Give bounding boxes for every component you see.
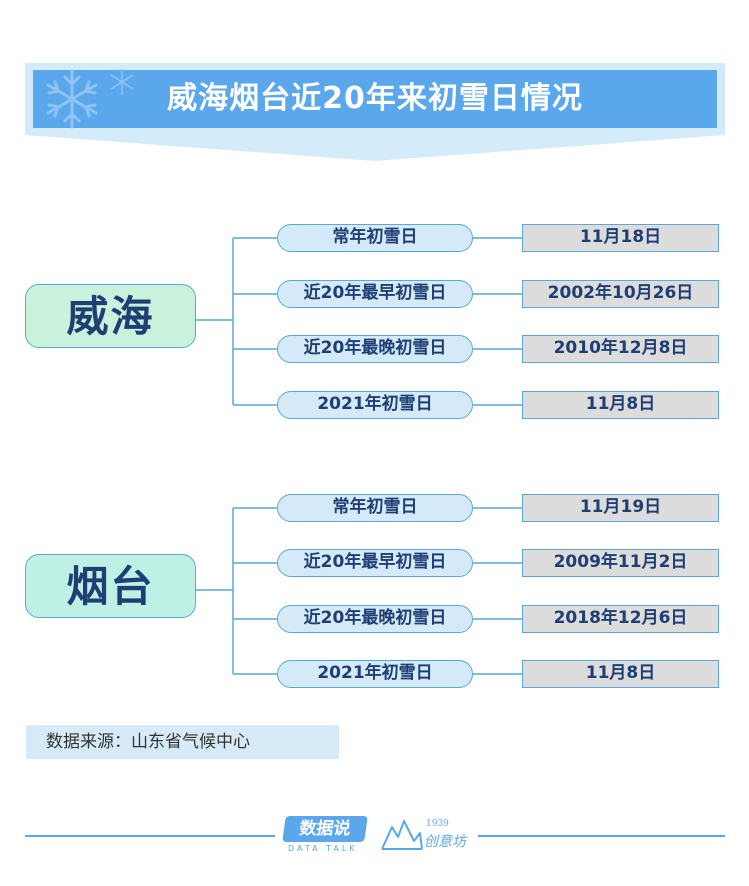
logo2-name: 创意坊 (424, 834, 466, 850)
value-weihai-latest: 2010年12月8日 (522, 335, 719, 363)
label-yantai-2021: 2021年初雪日 (277, 660, 473, 688)
logo1-subtext: DATA TALK (288, 844, 358, 853)
logo2-year: 1939 (426, 819, 449, 829)
label-weihai-latest: 近20年最晚初雪日 (277, 335, 473, 363)
snowflake-icon (46, 69, 98, 129)
label-weihai-normal: 常年初雪日 (277, 224, 473, 252)
city-yantai: 烟台 (25, 554, 196, 618)
logo1-text: 数据说 (282, 816, 368, 842)
value-weihai-2021: 11月8日 (522, 391, 719, 419)
footer-divider-left (25, 835, 275, 837)
footer-divider-right (478, 835, 725, 837)
snowflake-icon (110, 69, 134, 95)
title-banner: 威海烟台近20年来初雪日情况 (25, 63, 725, 163)
city-weihai: 威海 (25, 284, 196, 348)
mountain-logo-icon (381, 820, 423, 850)
data-talk-logo: 数据说 DATA TALK (282, 816, 370, 856)
value-yantai-latest: 2018年12月6日 (522, 605, 719, 633)
label-yantai-earliest: 近20年最早初雪日 (277, 549, 473, 577)
label-weihai-2021: 2021年初雪日 (277, 391, 473, 419)
value-yantai-earliest: 2009年11月2日 (522, 549, 719, 577)
value-yantai-normal: 11月19日 (522, 494, 719, 522)
value-yantai-2021: 11月8日 (522, 660, 719, 688)
label-yantai-latest: 近20年最晚初雪日 (277, 605, 473, 633)
banner-inner (33, 70, 717, 128)
page-title: 威海烟台近20年来初雪日情况 (167, 81, 583, 116)
studio-logo: 1939 创意坊 (380, 815, 472, 855)
value-weihai-normal: 11月18日 (522, 224, 719, 252)
label-yantai-normal: 常年初雪日 (277, 494, 473, 522)
value-weihai-earliest: 2002年10月26日 (522, 280, 719, 308)
data-source: 数据来源：山东省气候中心 (26, 725, 339, 759)
banner-pointer (25, 135, 725, 161)
label-weihai-earliest: 近20年最早初雪日 (277, 280, 473, 308)
